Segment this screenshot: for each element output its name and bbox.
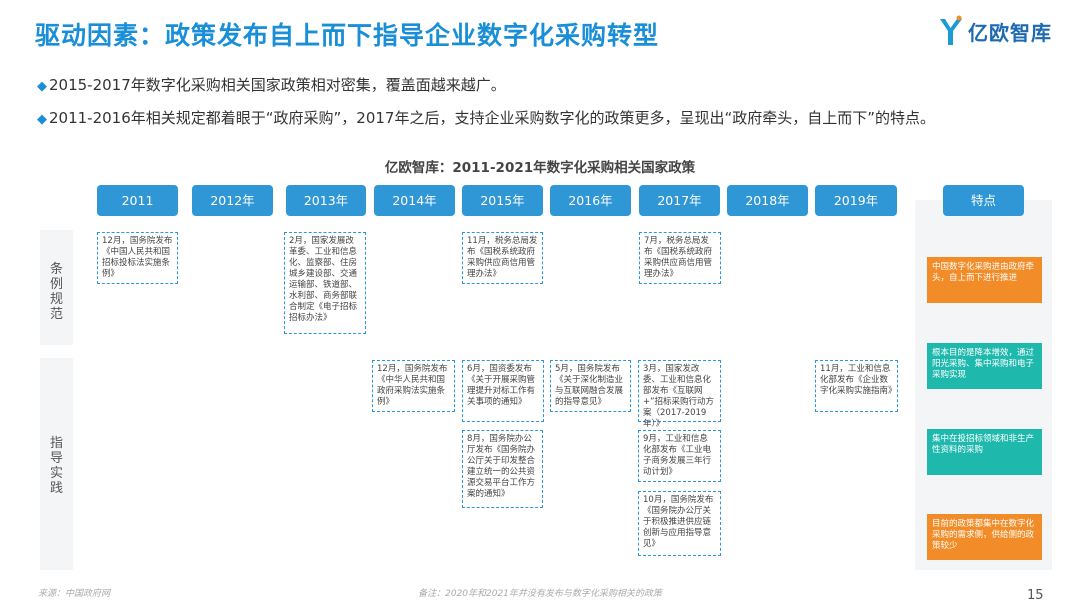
feature-note-1: 中国数字化采购进由政府牵头，自上而下进行推进 xyxy=(927,257,1042,303)
row-label-bg-guidance xyxy=(40,358,73,570)
bullet-1-text: 2015-2017年数字化采购相关国家政策相对密集，覆盖面越来越广。 xyxy=(49,76,506,94)
footer-source: 来源：中国政府网 xyxy=(38,589,111,599)
bullet-2-text: 2011-2016年相关规定都着眼于“政府采购”，2017年之后，支持企业采购数… xyxy=(49,109,936,127)
policy-card: 12月，国务院发布《中国人民共和国招标投标法实施条例》 xyxy=(97,232,178,284)
policy-card: 6月，国资委发布《关于开展采购管理提升对标工作有关事项的通知》 xyxy=(462,360,544,422)
policy-card: 10月，国务院发布《国务院办公厅关于积极推进供应链创新与应用指导意见》 xyxy=(638,491,721,556)
chart-title: 亿欧智库：2011-2021年数字化采购相关国家政策 xyxy=(384,160,696,176)
year-2011: 2011 xyxy=(97,185,178,216)
page-title: 驱动因素：政策发布自上而下指导企业数字化采购转型 xyxy=(35,21,660,50)
policy-card: 3月，国家发改委、工业和信息化部发布《互联网+”招标采购行动方案（2017-20… xyxy=(638,360,721,429)
year-2017: 2017年 xyxy=(639,185,720,216)
row-label-bg-regulations xyxy=(40,230,73,345)
year-2019: 2019年 xyxy=(815,185,897,216)
features-header: 特点 xyxy=(943,185,1024,216)
policy-card: 8月，国务院办公厅发布《国务院办公厅关于印发整合建立统一的公共资源交易平台工作方… xyxy=(462,430,543,508)
policy-card: 7月，税务总局发布《国税系统政府采购供应商信用管理办法》 xyxy=(639,232,721,284)
year-2015: 2015年 xyxy=(462,185,543,216)
row-label-guidance-text: 指导实践 xyxy=(50,436,64,496)
policy-card: 12月，国务院发布《中华人民共和国政府采购法实施条例》 xyxy=(372,360,455,412)
diamond-bullet-icon: ◆ xyxy=(37,79,47,94)
year-2018: 2018年 xyxy=(727,185,808,216)
bullet-1: ◆2015-2017年数字化采购相关国家政策相对密集，覆盖面越来越广。 xyxy=(37,74,506,95)
policy-card: 9月，工业和信息化部发布《工业电子商务发展三年行动计划》 xyxy=(638,430,721,482)
footer-note: 备注：2020年和2021年并没有发布与数字化采购相关的政策 xyxy=(418,589,662,599)
feature-note-4: 目前的政策都集中在数字化采购的需求侧，供给侧的政策较少 xyxy=(927,514,1042,560)
bullet-2: ◆2011-2016年相关规定都着眼于“政府采购”，2017年之后，支持企业采购… xyxy=(37,107,935,128)
logo: 亿欧智库 xyxy=(938,14,1052,48)
feature-note-3: 集中在投招标领域和非生产性资料的采购 xyxy=(927,429,1042,475)
row-label-regulations: 条例规范 xyxy=(40,262,73,322)
year-2014: 2014年 xyxy=(374,185,455,216)
policy-card: 2月，国家发展改革委、工业和信息化、监察部、住房城乡建设部、交通运输部、铁道部、… xyxy=(284,232,366,334)
diamond-bullet-icon: ◆ xyxy=(37,112,47,127)
row-label-guidance: 指导实践 xyxy=(40,436,73,496)
policy-card: 11月，工业和信息化部发布《企业数字化采购实施指南》 xyxy=(815,360,898,412)
logo-text: 亿欧智库 xyxy=(968,20,1052,45)
feature-note-2: 根本目的是降本增效，通过阳光采购、集中采购和电子采购实现 xyxy=(927,343,1042,389)
row-label-regulations-text: 条例规范 xyxy=(50,262,64,322)
page-number: 15 xyxy=(1027,588,1044,603)
yiou-logo-icon xyxy=(940,15,962,45)
year-2016: 2016年 xyxy=(550,185,631,216)
policy-card: 11月，税务总局发布《国税系统政府采购供应商信用管理办法》 xyxy=(462,232,543,284)
policy-card: 5月，国务院发布《关于深化制造业与互联网融合发展的指导意见》 xyxy=(550,360,631,412)
year-2013: 2013年 xyxy=(286,185,366,216)
year-2012: 2012年 xyxy=(192,185,273,216)
